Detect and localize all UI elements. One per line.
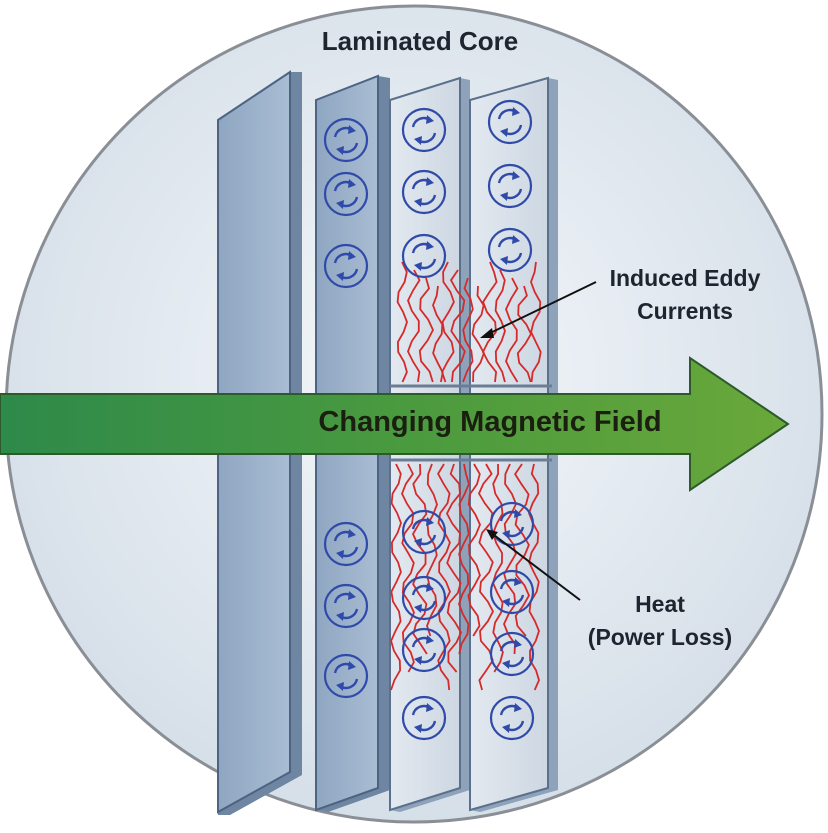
eddy-swirl-icon xyxy=(323,117,369,163)
diagram-title: Laminated Core xyxy=(321,26,519,56)
heat-wave-line xyxy=(467,463,481,637)
heat-label-line1: Heat xyxy=(635,591,685,617)
eddy-currents-label: Induced Eddy Currents xyxy=(585,262,785,328)
heat-callout-pointer xyxy=(486,529,581,601)
eddy-swirl-icon xyxy=(323,653,369,699)
heat-wave-line xyxy=(471,285,485,383)
heat-wave-line xyxy=(449,269,466,383)
heat-wave-line xyxy=(401,463,415,673)
eddy-swirl-icon xyxy=(489,631,535,677)
eddy-swirl-icon xyxy=(401,233,447,279)
eddy-swirl-icon xyxy=(487,99,533,145)
eddy-swirl-icon xyxy=(323,243,369,289)
heat-wave-line xyxy=(458,463,470,655)
eddy-swirl-icon xyxy=(487,163,533,209)
heat-wave-line xyxy=(445,463,463,673)
eddy-label-line2: Currents xyxy=(637,298,733,324)
heat-wave-line xyxy=(441,261,455,383)
eddy-swirl-icon xyxy=(323,521,369,567)
eddy-swirl-icon xyxy=(487,227,533,273)
heat-wave-line xyxy=(481,261,498,383)
eddy-swirl-icon xyxy=(401,695,447,741)
eddy-swirl-icon xyxy=(323,583,369,629)
heat-wave-line xyxy=(528,463,540,691)
eddy-callout-pointer xyxy=(480,281,597,338)
heat-wave-line xyxy=(411,463,428,655)
eddy-swirl-icon xyxy=(401,575,447,621)
eddy-swirl-icon xyxy=(489,569,535,615)
heat-wave-line xyxy=(516,285,533,383)
heat-wave-line xyxy=(514,463,531,637)
heat-wave-line xyxy=(437,463,451,691)
heat-wave-line xyxy=(505,277,519,383)
eddy-swirl-group xyxy=(323,99,535,741)
heat-label-line2: (Power Loss) xyxy=(587,624,733,650)
eddy-swirl-icon xyxy=(401,509,447,555)
eddy-swirl-icon xyxy=(323,171,369,217)
heat-wave-line xyxy=(530,261,542,383)
eddy-label-line1: Induced Eddy xyxy=(609,265,761,291)
eddy-swirl-icon xyxy=(401,169,447,215)
heat-wave-line xyxy=(432,285,444,383)
heat-wave-line xyxy=(418,277,435,383)
heat-label: Heat (Power Loss) xyxy=(560,588,760,654)
eddy-swirl-icon xyxy=(401,107,447,153)
heat-wave-line xyxy=(390,463,402,691)
heat-wave-line xyxy=(396,261,408,383)
eddy-swirl-icon xyxy=(489,501,535,547)
magnetic-field-label: Changing Magnetic Field xyxy=(318,406,662,438)
field-arrow-icon xyxy=(0,356,790,492)
heat-wave-line xyxy=(462,277,474,383)
heat-wave-line xyxy=(477,463,495,691)
heat-wave-line xyxy=(503,463,517,655)
heat-wave-line xyxy=(492,463,504,673)
eddy-swirl-icon xyxy=(401,627,447,673)
heat-wave-line xyxy=(407,269,421,383)
eddy-swirl-icon xyxy=(489,695,535,741)
